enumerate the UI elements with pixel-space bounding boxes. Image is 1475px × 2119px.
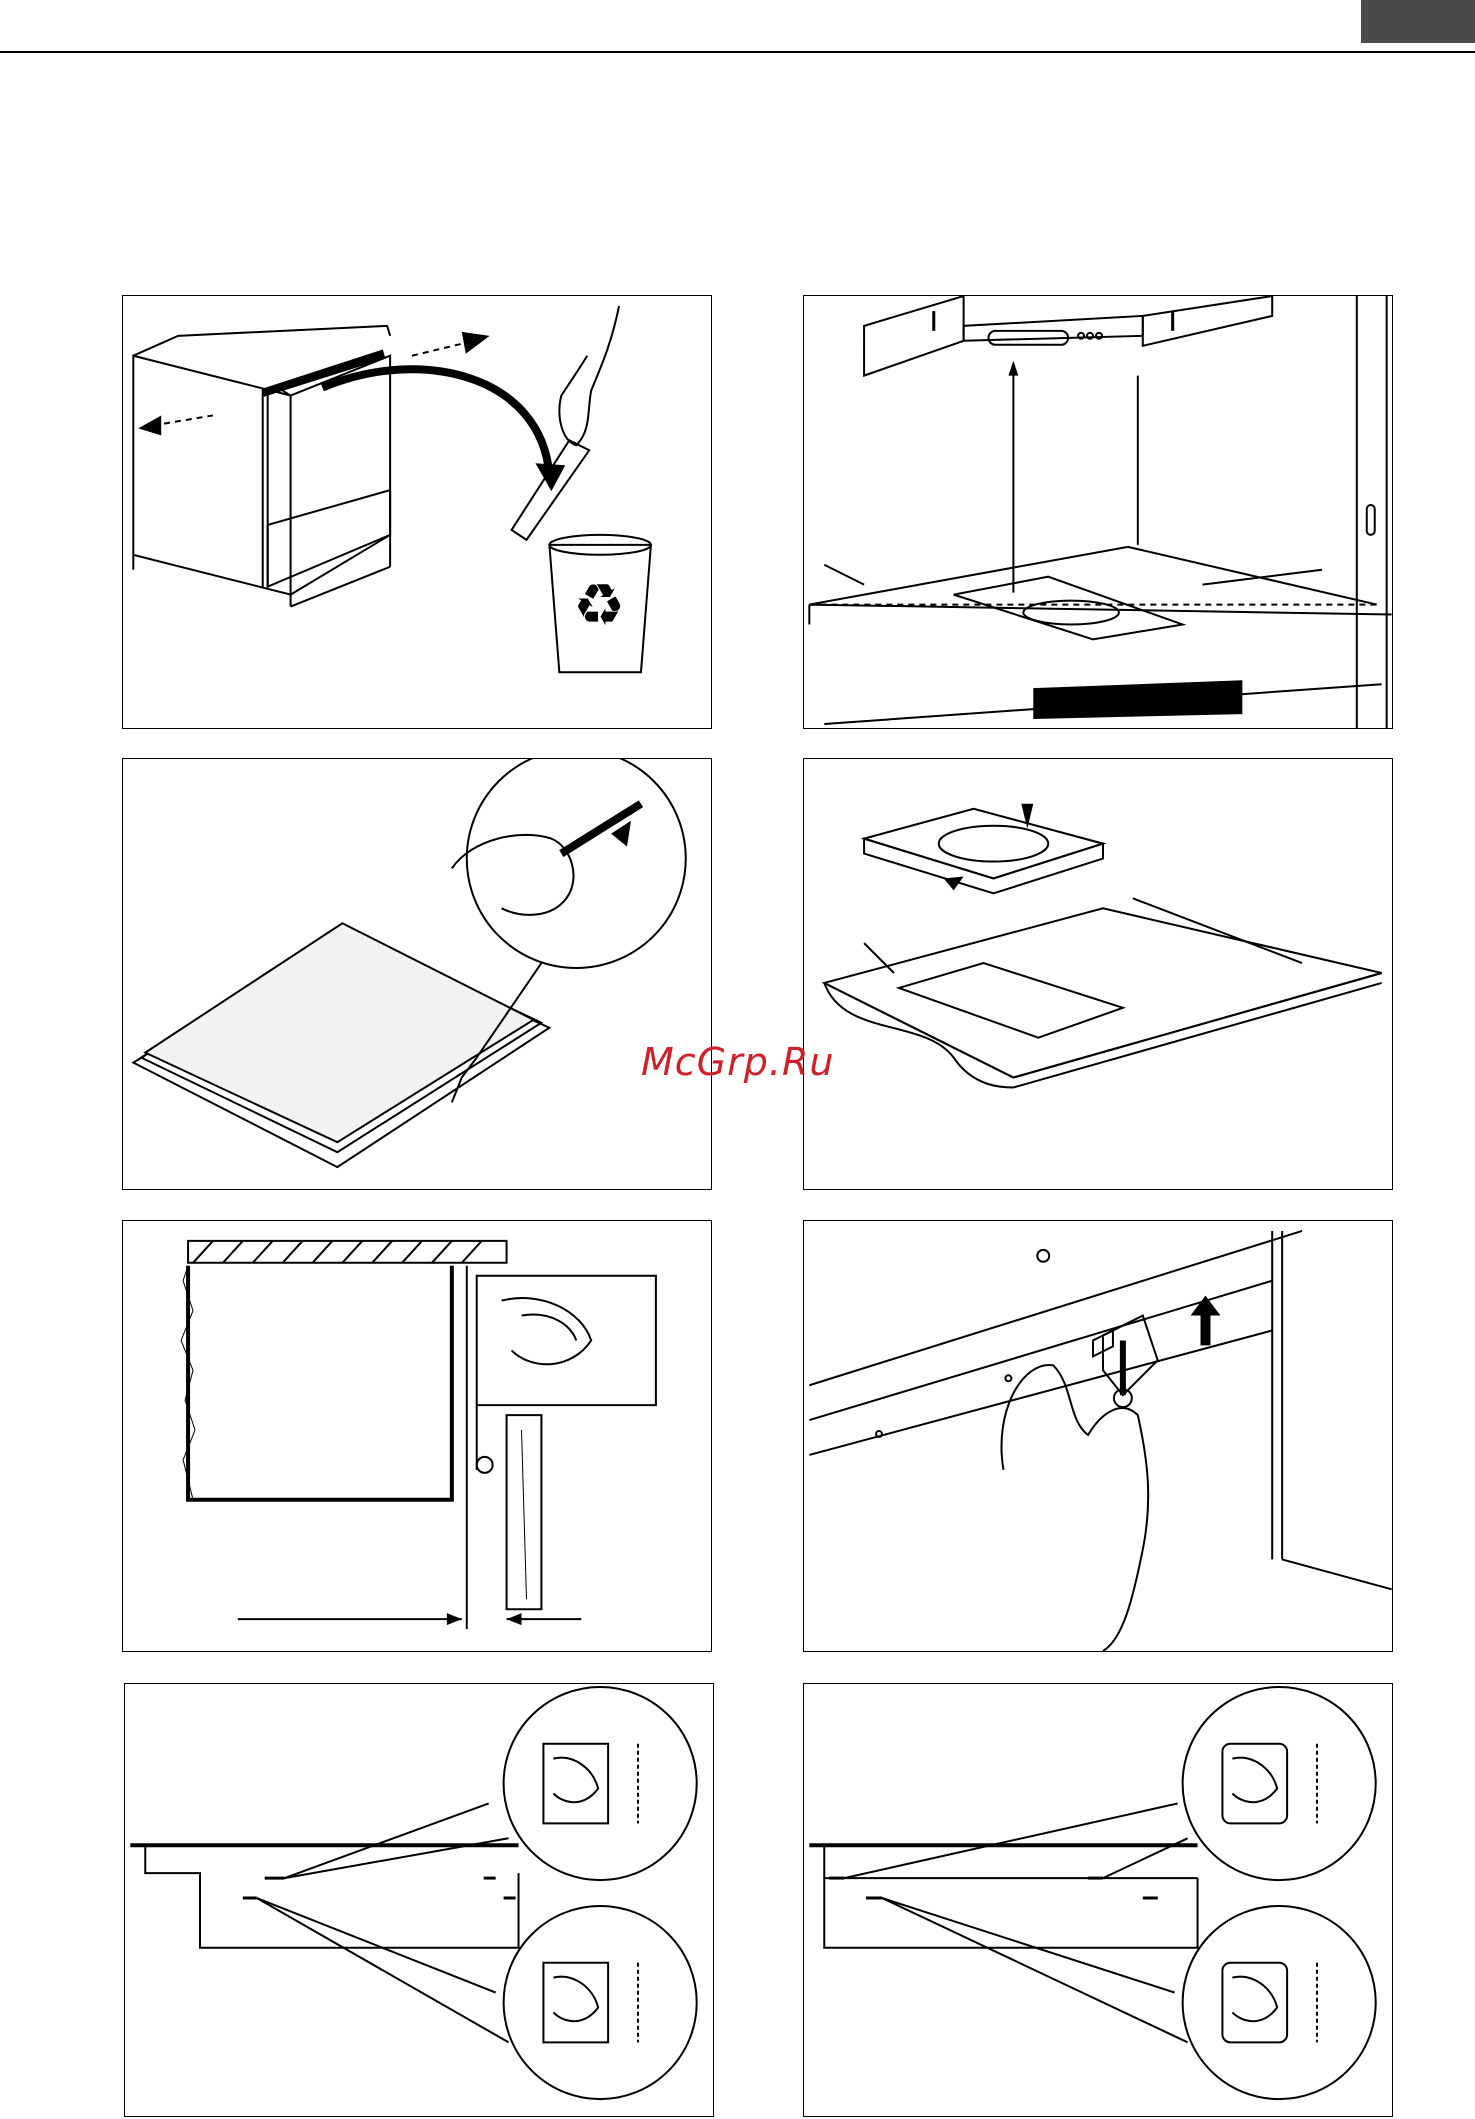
figure-kitchen-clearances <box>803 295 1393 729</box>
figure-bracket-positions-a <box>124 1683 714 2117</box>
figure-bracket-positions-b <box>803 1683 1393 2117</box>
figure-worktop-cutout <box>803 758 1393 1190</box>
watermark: McGrp.Ru <box>641 1040 834 1084</box>
figure-fix-bracket <box>803 1220 1393 1652</box>
figure-apply-seal-strip <box>122 758 712 1190</box>
figure-cross-section-drawer <box>122 1220 712 1652</box>
page-corner-tab <box>1361 0 1475 43</box>
figure-remove-cabinet-rail: ♻ <box>122 295 712 729</box>
header-rule <box>0 51 1475 53</box>
recycle-icon: ♻ <box>573 576 625 634</box>
